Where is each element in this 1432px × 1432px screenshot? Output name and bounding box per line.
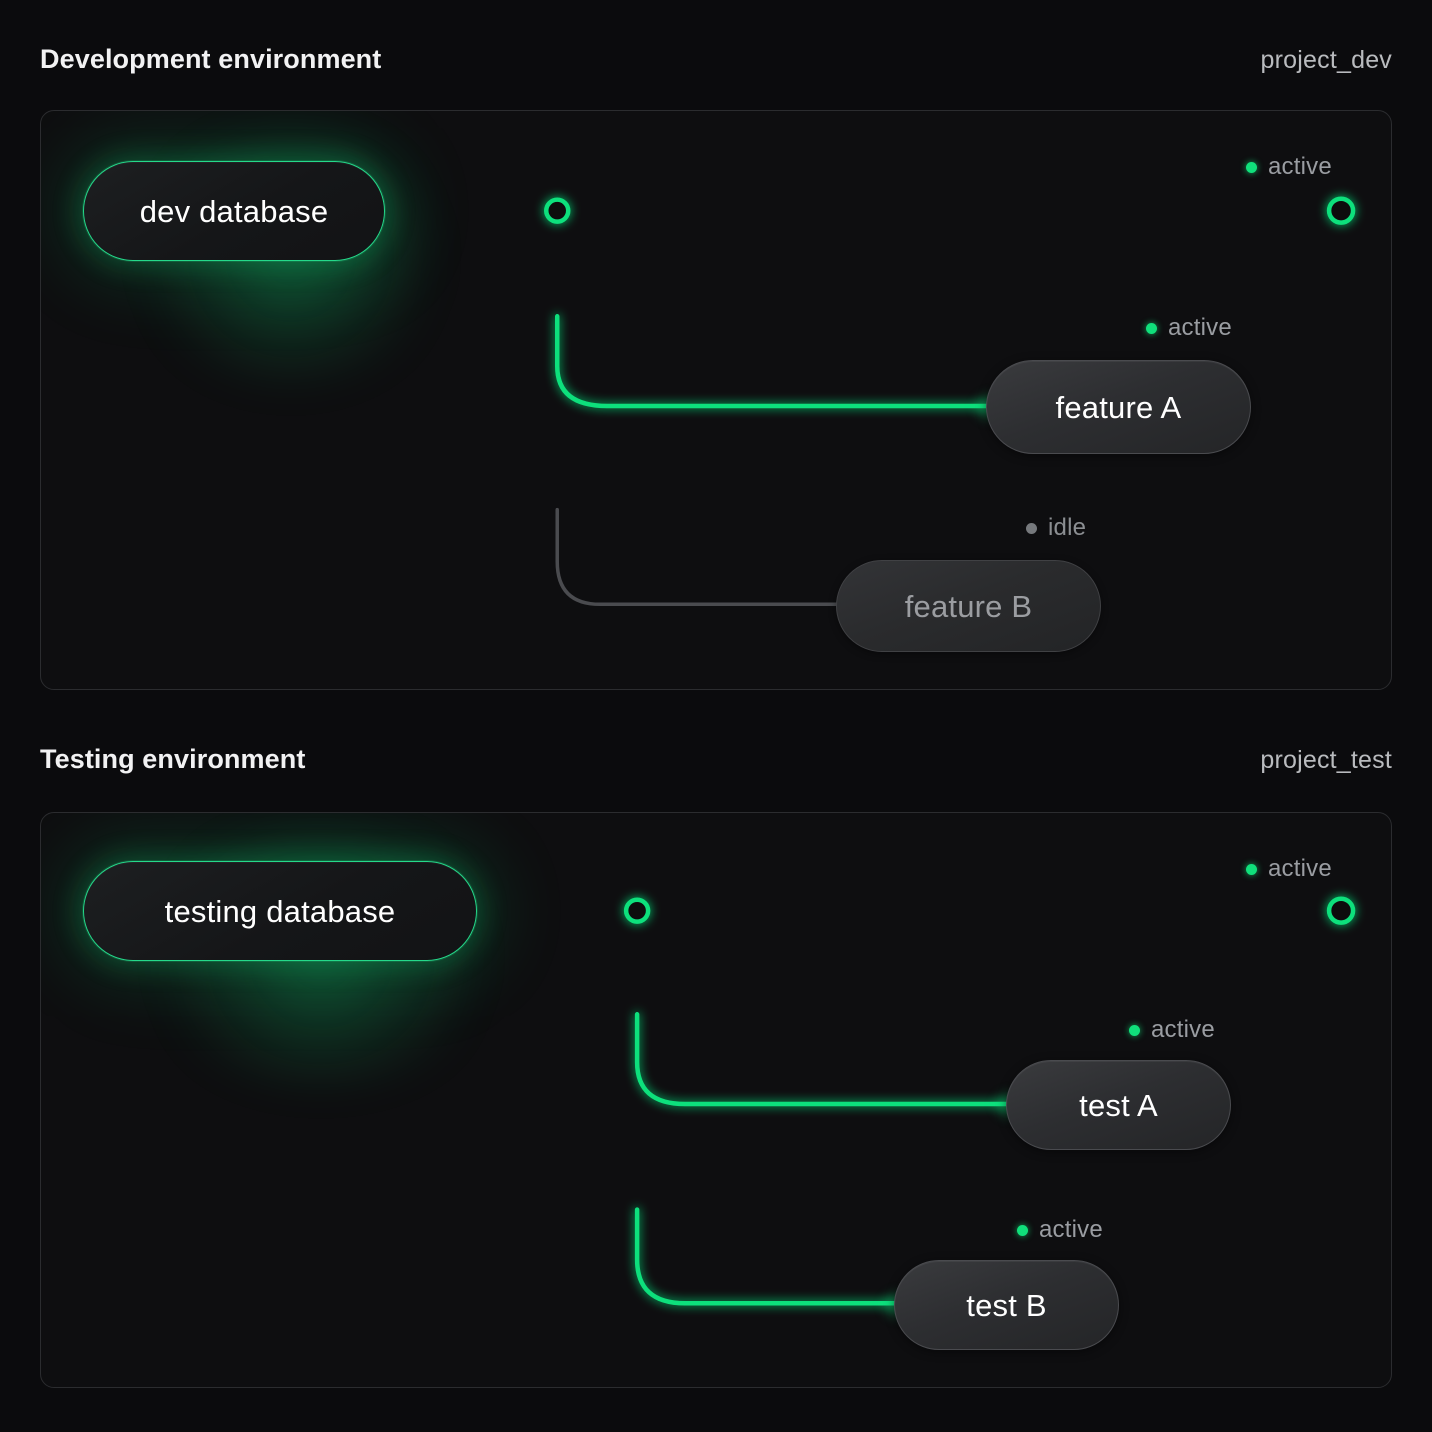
node-feature-b[interactable]: feature B	[836, 560, 1101, 652]
node-testing-database[interactable]: testing database	[83, 861, 477, 961]
node-dev-database[interactable]: dev database	[83, 161, 385, 261]
node-test-a[interactable]: test A	[1006, 1060, 1231, 1150]
node-label: test B	[966, 1287, 1047, 1323]
status-dot-icon	[1246, 863, 1257, 875]
status-dot-icon	[1246, 161, 1257, 173]
connection-canvas-development	[41, 111, 1391, 689]
environment-panel-testing: testing database active test A active te…	[40, 812, 1392, 1388]
status-label: active	[1039, 1216, 1103, 1243]
connection-canvas-testing	[41, 813, 1391, 1387]
status-dot-icon	[1146, 322, 1157, 334]
status-badge-endpoint-development: active	[1246, 155, 1332, 179]
status-badge-feature-a: active	[1146, 316, 1232, 340]
status-label: idle	[1048, 514, 1087, 541]
status-dot-icon	[1026, 522, 1037, 534]
project-name-testing: project_test	[1260, 746, 1392, 774]
node-label: feature A	[1055, 389, 1182, 425]
node-label: feature B	[904, 588, 1033, 624]
section-header-development: Development environment project_dev	[40, 44, 1392, 75]
node-label: testing database	[164, 893, 396, 929]
environment-panel-development: dev database active feature A active fea…	[40, 110, 1392, 690]
node-feature-a[interactable]: feature A	[986, 360, 1251, 454]
node-test-b[interactable]: test B	[894, 1260, 1119, 1350]
status-badge-test-a: active	[1129, 1018, 1215, 1042]
status-label: active	[1151, 1016, 1215, 1043]
page-title-development: Development environment	[40, 44, 382, 74]
status-badge-endpoint-testing: active	[1246, 857, 1332, 881]
status-badge-feature-b: idle	[1026, 516, 1086, 540]
page-title-testing: Testing environment	[40, 744, 306, 774]
status-dot-icon	[1017, 1224, 1028, 1236]
node-label: test A	[1079, 1087, 1158, 1123]
status-dot-icon	[1129, 1024, 1140, 1036]
project-name-development: project_dev	[1260, 46, 1392, 74]
status-label: active	[1268, 153, 1332, 180]
section-header-testing: Testing environment project_test	[40, 744, 1392, 775]
status-badge-test-b: active	[1017, 1218, 1103, 1242]
status-label: active	[1168, 314, 1232, 341]
status-label: active	[1268, 855, 1332, 882]
node-label: dev database	[139, 193, 329, 229]
